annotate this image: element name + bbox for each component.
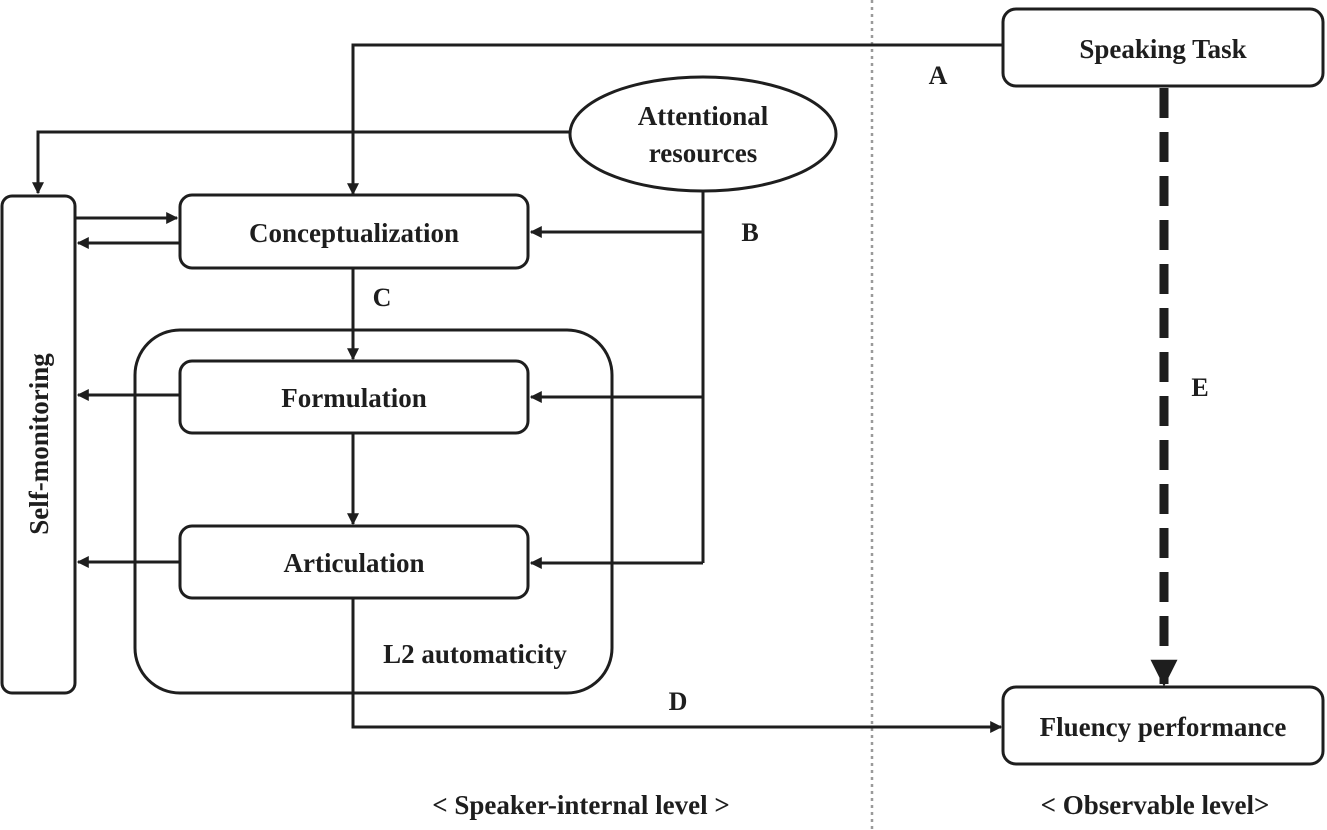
speaking-task-node: Speaking Task	[1001, 7, 1325, 88]
attentional-resources-node: Attentional resources	[568, 75, 838, 193]
path-label-a: A	[929, 61, 948, 90]
articulation-label: Articulation	[284, 548, 425, 578]
articulation-node: Articulation	[178, 524, 530, 600]
path-label-e: E	[1191, 373, 1208, 402]
path-a-arrow	[347, 43, 1003, 196]
formulation-node: Formulation	[178, 359, 530, 435]
attention-to-monitoring-arrow	[32, 130, 572, 195]
attentional-resources-label-2: resources	[649, 138, 757, 168]
l2-automaticity-label: L2 automaticity	[383, 639, 567, 669]
path-label-c: C	[373, 283, 392, 312]
conceptualization-label: Conceptualization	[249, 218, 459, 248]
attentional-resources-label-1: Attentional	[638, 101, 769, 131]
observable-level-caption: < Observable level>	[1041, 790, 1270, 820]
conceptualization-node: Conceptualization	[178, 193, 530, 270]
path-label-b: B	[741, 218, 758, 247]
speaking-task-label: Speaking Task	[1079, 34, 1246, 64]
path-label-d: D	[669, 687, 688, 716]
self-monitoring-node: Self-monitoring	[0, 194, 77, 695]
fluency-performance-label: Fluency performance	[1040, 712, 1287, 742]
fluency-performance-node: Fluency performance	[1001, 685, 1325, 766]
self-monitoring-label: Self-monitoring	[24, 353, 54, 535]
speaker-internal-level-caption: < Speaker-internal level >	[432, 790, 729, 820]
formulation-label: Formulation	[281, 383, 427, 413]
path-d-arrow	[351, 598, 1003, 733]
